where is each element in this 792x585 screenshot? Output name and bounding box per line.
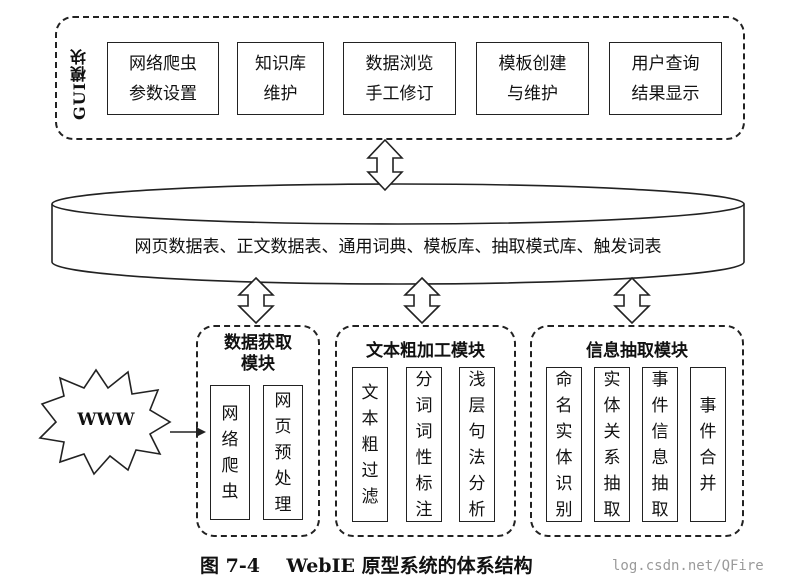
- info-extract-module: [530, 325, 744, 537]
- box-event-extract-text: 事件信息抽取: [651, 369, 669, 520]
- box-web-preprocess[interactable]: 网页预处理: [263, 385, 303, 520]
- data-acquire-module: [196, 325, 320, 537]
- info-extract-title: 信息抽取模块: [586, 341, 688, 361]
- box-event-extract[interactable]: 事件信息抽取: [642, 367, 678, 522]
- gui-box-template[interactable]: 模板创建 与维护: [476, 42, 589, 115]
- data-acquire-title: 数据获取 模块: [224, 333, 292, 374]
- box-relation-extract[interactable]: 实体关系抽取: [594, 367, 630, 522]
- box-web-crawler-text: 网络爬虫: [221, 403, 239, 502]
- double-arrow-db-extract: [613, 276, 651, 325]
- double-arrow-db-text: [403, 276, 441, 325]
- text-process-module: [335, 325, 516, 537]
- box-segment-pos[interactable]: 分词词性标注: [406, 367, 442, 522]
- box-text-filter-text: 文本粗过滤: [361, 382, 379, 507]
- box-event-merge[interactable]: 事件合并: [690, 367, 726, 522]
- database-label: 网页数据表、正文数据表、通用词典、模板库、抽取模式库、触发词表: [134, 237, 662, 257]
- box-ner-text: 命名实体识别: [555, 369, 573, 520]
- gui-box-user-query[interactable]: 用户查询 结果显示: [609, 42, 722, 115]
- database-cylinder: [51, 183, 745, 285]
- figure-number: 图 7-4: [200, 555, 260, 577]
- box-shallow-parse-text: 浅层句法分析: [468, 369, 486, 520]
- box-ner[interactable]: 命名实体识别: [546, 367, 582, 522]
- watermark: log.csdn.net/QFire: [612, 558, 764, 574]
- www-arrow-head: [196, 427, 206, 437]
- box-web-preprocess-text: 网页预处理: [274, 390, 292, 515]
- text-process-title: 文本粗加工模块: [366, 341, 485, 361]
- figure-caption: 图 7-4 WebIE 原型系统的体系结构: [200, 551, 533, 578]
- box-shallow-parse[interactable]: 浅层句法分析: [459, 367, 495, 522]
- gui-box-kb-maintenance[interactable]: 知识库 维护: [237, 42, 324, 115]
- box-segment-pos-text: 分词词性标注: [415, 369, 433, 520]
- gui-module: [55, 16, 745, 140]
- gui-box-data-browse[interactable]: 数据浏览 手工修订: [343, 42, 456, 115]
- box-web-crawler[interactable]: 网络爬虫: [210, 385, 250, 520]
- www-burst: [38, 368, 172, 476]
- figure-title: WebIE 原型系统的体系结构: [286, 555, 533, 577]
- gui-module-title: GUI模块: [70, 47, 89, 120]
- box-text-filter[interactable]: 文本粗过滤: [352, 367, 388, 522]
- gui-box-crawler-settings[interactable]: 网络爬虫 参数设置: [107, 42, 219, 115]
- double-arrow-db-acquire: [237, 276, 275, 325]
- box-event-merge-text: 事件合并: [699, 395, 717, 494]
- www-label: WWW: [77, 410, 135, 430]
- double-arrow-gui-db: [366, 138, 404, 192]
- box-relation-extract-text: 实体关系抽取: [603, 369, 621, 520]
